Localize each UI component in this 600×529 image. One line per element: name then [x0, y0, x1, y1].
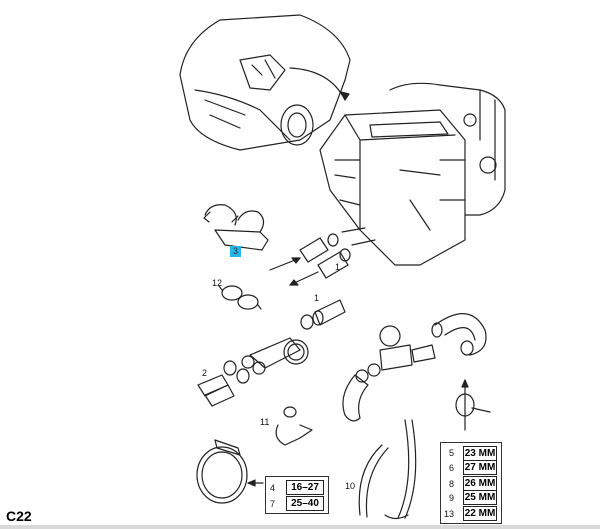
size-value: 27 MM: [463, 460, 497, 475]
clamp-size-table-large: 4 16–27 7 25–40: [265, 476, 329, 514]
heater-pipes: [269, 227, 376, 286]
callout-12: 12: [212, 278, 223, 288]
size-value: 16–27: [286, 480, 324, 495]
tee-connector-and-hoses: [197, 299, 346, 407]
spring-clip: [455, 379, 491, 431]
size-ref: 4: [270, 483, 276, 493]
diagram-code: C22: [6, 508, 32, 524]
size-ref: 9: [449, 493, 455, 503]
callout-10: 10: [345, 481, 356, 491]
heater-housing: [319, 82, 506, 266]
size-ref: 7: [270, 499, 276, 509]
callout-11: 11: [260, 417, 270, 427]
size-ref: 6: [449, 463, 455, 473]
part-11-clip: [275, 406, 313, 446]
size-ref: 8: [449, 479, 455, 489]
valve-and-hose: [342, 313, 487, 422]
hose-clamp-large: [196, 439, 264, 504]
size-value: 23 MM: [463, 446, 497, 461]
size-value: 22 MM: [463, 506, 497, 521]
size-value: 25 MM: [463, 490, 497, 505]
callout-3-highlighted[interactable]: 3: [230, 246, 241, 257]
callout-2: 2: [202, 368, 208, 378]
size-value: 26 MM: [463, 476, 497, 491]
size-ref: 13: [444, 509, 455, 519]
callout-1: 1: [335, 262, 341, 272]
size-ref: 5: [449, 448, 455, 458]
size-value: 25–40: [286, 496, 324, 511]
part-12-clip: [218, 285, 262, 310]
part-3-bracket: [203, 204, 269, 251]
car-illustration: [179, 14, 351, 151]
clamp-size-table-small: 5 23 MM 6 27 MM 8 26 MM 9 25 MM 13 22 MM: [440, 442, 502, 524]
part-10-strap: [358, 419, 417, 520]
bottom-border: [0, 525, 600, 529]
callout-1: 1: [314, 293, 320, 303]
